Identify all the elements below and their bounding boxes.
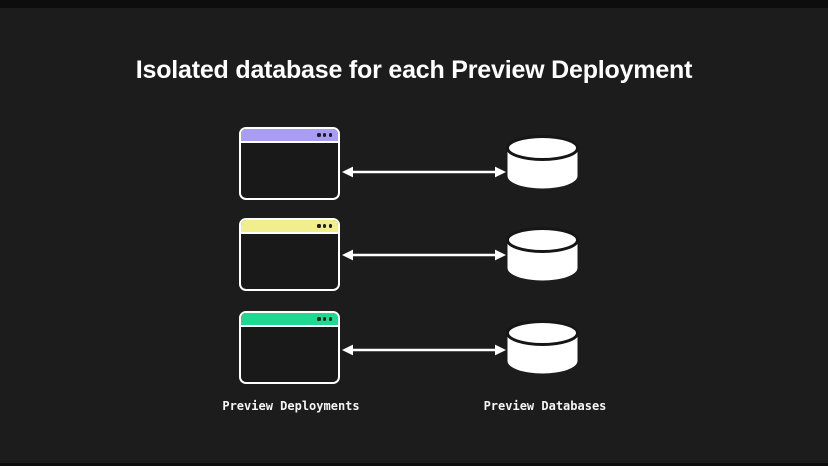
window-titlebar bbox=[241, 313, 338, 327]
window-dot-icon bbox=[317, 224, 321, 228]
window-dot-icon bbox=[328, 224, 332, 228]
preview-deployments-label: Preview Deployments bbox=[222, 399, 360, 413]
preview-databases-label: Preview Databases bbox=[483, 399, 607, 413]
double-arrow-icon bbox=[342, 344, 506, 356]
double-arrow-icon bbox=[342, 166, 506, 178]
browser-window-yellow bbox=[239, 218, 340, 291]
window-dot-icon bbox=[323, 133, 327, 137]
database-cylinder-icon bbox=[506, 227, 579, 281]
window-dot-icon bbox=[328, 317, 332, 321]
browser-window-purple bbox=[239, 127, 340, 200]
window-titlebar bbox=[241, 220, 338, 234]
database-cylinder-icon bbox=[506, 135, 579, 189]
database-cylinder-icon bbox=[506, 320, 579, 374]
window-titlebar bbox=[241, 129, 338, 143]
page-title: Isolated database for each Preview Deplo… bbox=[135, 56, 693, 84]
bottom-letterbox bbox=[0, 463, 828, 466]
window-dot-icon bbox=[323, 317, 327, 321]
browser-window-green bbox=[239, 311, 340, 384]
window-dot-icon bbox=[317, 133, 321, 137]
window-dot-icon bbox=[323, 224, 327, 228]
double-arrow-icon bbox=[342, 249, 506, 261]
top-letterbox bbox=[0, 0, 828, 8]
window-dot-icon bbox=[317, 317, 321, 321]
window-dot-icon bbox=[328, 133, 332, 137]
